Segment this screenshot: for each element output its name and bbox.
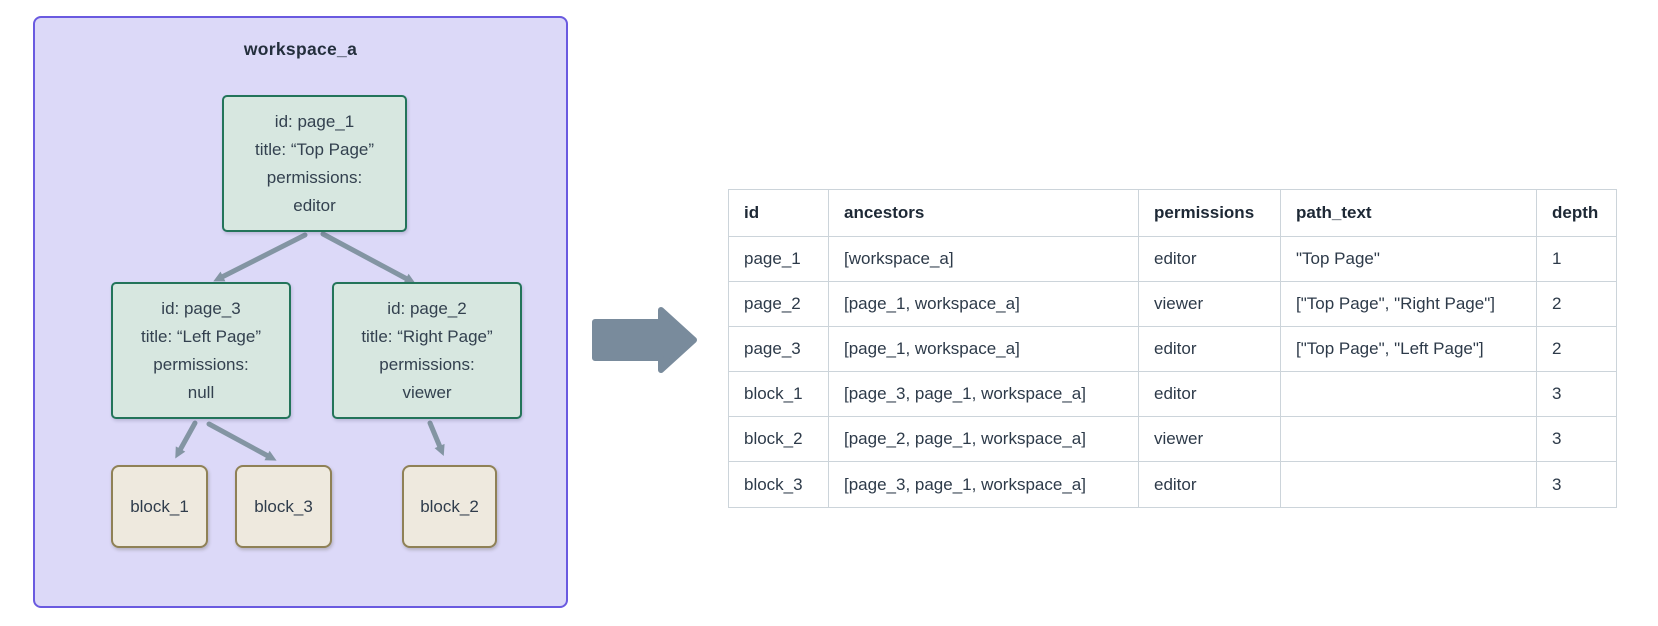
node-line: id: page_3 [161, 298, 241, 318]
cell-path-text: ["Top Page", "Left Page"] [1281, 327, 1537, 372]
cell-depth: 3 [1552, 474, 1562, 494]
cell-permissions: viewer [1139, 417, 1281, 462]
cell-permissions: viewer [1139, 282, 1281, 327]
node-line: title: “Left Page” [140, 326, 261, 346]
node-line: null [187, 382, 215, 402]
node-line: title: “Top Page” [254, 139, 375, 159]
cell-path-text [1281, 417, 1537, 462]
column-header-id: id [729, 190, 829, 237]
result-table: id ancestors permissions path_text depth… [728, 189, 1617, 508]
cell-depth: 2 [1537, 327, 1616, 372]
edge-page1-page3 [213, 232, 308, 282]
cell-id: block_3 [729, 462, 829, 507]
cell-depth: 3 [1537, 417, 1616, 462]
workspace-container: workspace_a id: page_1 title: “Top Page”… [33, 16, 568, 608]
node-page-1: id: page_1 title: “Top Page” permissions… [222, 95, 407, 232]
cell-id: page_2 [729, 282, 829, 327]
node-line: id: page_2 [387, 298, 467, 318]
column-header-path-text: path_text [1281, 190, 1537, 237]
block-label: block_3 [254, 496, 313, 516]
cell-path-text: "Top Page" [1281, 237, 1537, 282]
column-header-ancestors: ancestors [829, 190, 1139, 237]
cell-permissions: editor [1139, 462, 1281, 507]
cell-permissions: editor [1139, 237, 1281, 282]
cell-id: page_3 [729, 327, 829, 372]
column-header-permissions: permissions [1139, 190, 1281, 237]
node-block-3: block_3 [235, 465, 332, 548]
block-label: block_1 [130, 496, 189, 516]
node-line: permissions: [266, 167, 363, 187]
node-line: permissions: [379, 354, 475, 374]
workspace-title: workspace_a [243, 39, 358, 59]
cell-ancestors: [page_1, workspace_a] [829, 282, 1139, 327]
transform-arrow-icon [592, 307, 697, 373]
edge-page1-page2 [320, 231, 416, 284]
node-line: viewer [402, 382, 452, 402]
cell-path-text: ["Top Page", "Right Page"] [1281, 282, 1537, 327]
node-page-3: id: page_3 title: “Left Page” permission… [111, 282, 291, 419]
block-label: block_2 [420, 496, 479, 516]
cell-id: block_1 [729, 372, 829, 417]
node-block-1: block_1 [111, 465, 208, 548]
cell-ancestors: [page_3, page_1, workspace_a] [829, 462, 1139, 507]
cell-id: block_2 [729, 417, 829, 462]
cell-ancestors: [workspace_a] [829, 237, 1139, 282]
cell-path-text [1281, 462, 1537, 507]
cell-depth: 1 [1537, 237, 1616, 282]
node-block-2: block_2 [402, 465, 497, 548]
cell-ancestors: [page_1, workspace_a] [829, 327, 1139, 372]
cell-path-text [1281, 372, 1537, 417]
edge-page3-block1 [175, 420, 198, 459]
cell-id: page_1 [729, 237, 829, 282]
cell-permissions: editor [1139, 372, 1281, 417]
node-line: permissions: [153, 354, 249, 374]
node-page-2: id: page_2 title: “Right Page” permissio… [332, 282, 522, 419]
cell-ancestors: [page_2, page_1, workspace_a] [829, 417, 1139, 462]
node-line: editor [293, 195, 336, 215]
edge-page2-block2 [427, 420, 445, 456]
cell-permissions: editor [1139, 327, 1281, 372]
node-line: title: “Right Page” [361, 326, 493, 346]
cell-ancestors: [page_3, page_1, workspace_a] [829, 372, 1139, 417]
cell-depth: 3 [1537, 372, 1616, 417]
column-header-depth: depth [1537, 190, 1616, 237]
edge-page3-block3 [206, 421, 277, 461]
node-line: id: page_1 [274, 111, 355, 131]
cell-depth: 2 [1537, 282, 1616, 327]
